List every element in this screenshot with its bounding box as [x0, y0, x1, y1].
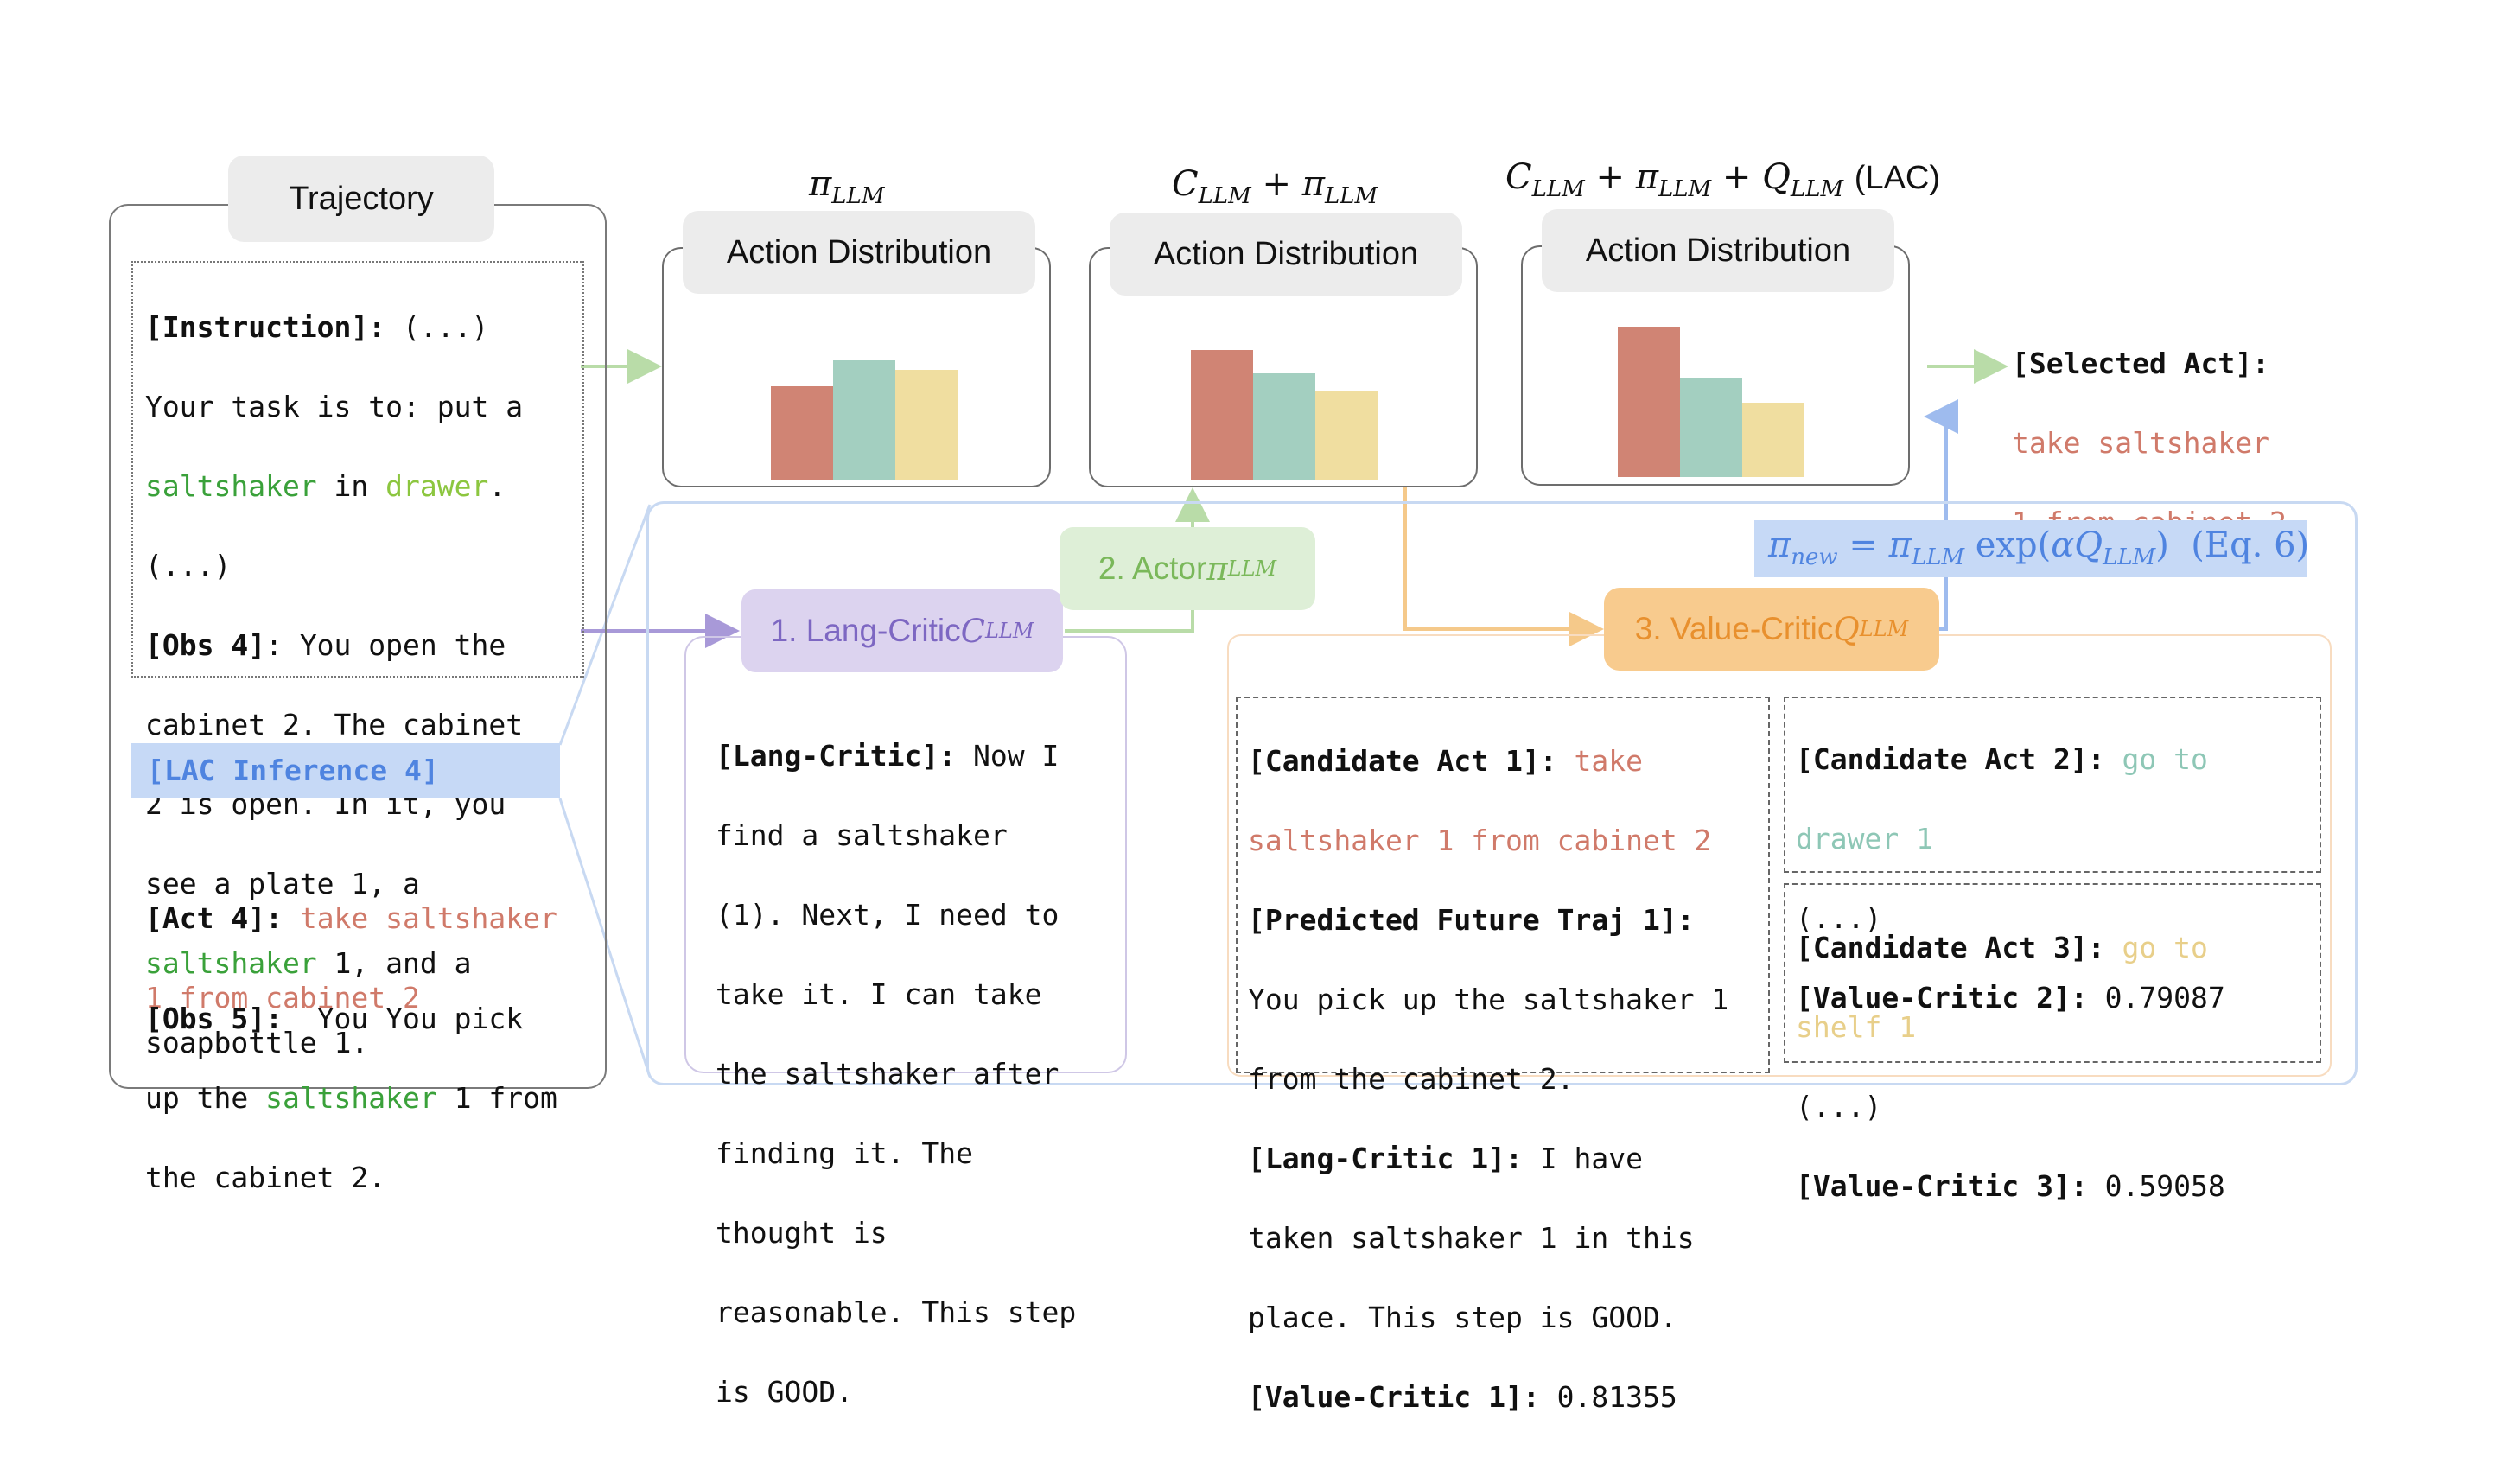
dist1-bar-1: [771, 385, 833, 480]
dist2-bar-1: [1191, 349, 1253, 480]
candidate-2-box: [1784, 697, 2321, 873]
dist3-bar-1: [1618, 326, 1680, 477]
dist1-formula: πLLM: [809, 164, 885, 209]
dist2-heading: Action Distribution: [1110, 213, 1462, 296]
dist2-formula: CLLM + πLLM: [1172, 164, 1378, 209]
lac-inference-label: [LAC Inference 4]: [147, 754, 439, 787]
act4-text: [Act 4]: take saltshaker 1 from cabinet …: [145, 901, 557, 1015]
candidate-3-text: [Candidate Act 3]: go to shelf 1 (...) […: [1796, 931, 2225, 1203]
candidate-1-text: [Candidate Act 1]: take saltshaker 1 fro…: [1248, 744, 1729, 1414]
arrow-dist2-to-valuecritic: [1403, 484, 1604, 646]
trajectory-instruction-text: [Instruction]: (...) Your task is to: pu…: [145, 310, 524, 1059]
lac-inference-region: [646, 501, 2358, 1085]
candidate-2-text: [Candidate Act 2]: go to drawer 1 (...) …: [1796, 742, 2225, 1015]
instruction-box: [131, 261, 584, 678]
obs5-text: [Obs 5]: You You pick up the saltshaker …: [145, 1002, 557, 1194]
policy-update-bar: [1754, 520, 2307, 577]
dist3-formula: CLLM + πLLM + QLLM (LAC): [1505, 157, 1941, 202]
dist3-bar-3: [1742, 402, 1804, 477]
dist1-bar-3: [895, 369, 958, 480]
dist1-heading: Action Distribution: [683, 211, 1035, 294]
lac-inference-bar: [131, 743, 560, 798]
dist2-bar-3: [1315, 391, 1378, 480]
candidate-3-box: [1784, 883, 2321, 1063]
lang-critic-text: [Lang-Critic]: Now I find a saltshaker (…: [716, 739, 1077, 1409]
policy-update-formula: πnew = πLLM exp(αQLLM) (Eq. 6): [1768, 525, 2310, 570]
candidate-1-box: [1236, 697, 1770, 1073]
dist1-bar-2: [833, 360, 895, 480]
dist2-bar-2: [1253, 373, 1315, 480]
dist3-heading: Action Distribution: [1542, 209, 1894, 292]
trajectory-title: Trajectory: [228, 156, 494, 242]
dist3-bar-2: [1680, 377, 1742, 477]
